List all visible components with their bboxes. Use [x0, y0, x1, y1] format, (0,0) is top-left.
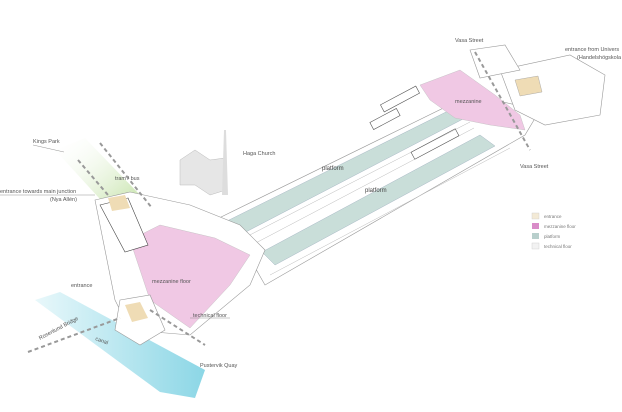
legend-label-mezzanine: mezzanine floor [544, 224, 576, 229]
legend: entrance mezzanine floor platform techni… [531, 212, 576, 250]
legend-label-technical: technical floor [544, 244, 572, 249]
legend-swatch-mezzanine [532, 223, 539, 229]
label-nya-allen: (Nya Allén) [50, 197, 77, 203]
east-entrance-building [499, 54, 606, 126]
label-tram-bus: tram / bus [115, 176, 140, 182]
label-kings-park: Kings Park [33, 139, 60, 145]
label-entrance-main-junction: entrance towards main junction [0, 189, 76, 195]
mezzanine-west [129, 224, 251, 329]
legend-swatch-entrance [531, 212, 540, 220]
kings-park-area [55, 138, 140, 210]
label-mezzanine-west: mezzanine floor [152, 279, 191, 285]
legend-swatch-technical [531, 242, 540, 250]
label-technical-floor: technical floor [193, 313, 227, 319]
west-entrance-area [108, 195, 130, 211]
label-haga-church: Haga Church [243, 151, 275, 157]
legend-swatch-platform [532, 233, 539, 239]
label-entrance-univ: entrance from Univers [565, 47, 619, 53]
label-rosenlund-bridge: Rosenlund Bridge [38, 316, 79, 342]
label-vasa-street-south: Vasa Street [520, 164, 549, 170]
kings-park-arrow [77, 159, 109, 196]
label-handelshogskolan: (Handelshögskola [577, 55, 622, 61]
canal-water [35, 292, 205, 398]
label-canal: canal [94, 336, 108, 346]
east-entrance-area [514, 75, 543, 97]
mezzanine-east [419, 69, 526, 131]
platform-lower [261, 134, 496, 266]
label-platform-upper: platform [322, 166, 344, 172]
label-vasa-street-north: Vasa Street [455, 38, 484, 44]
vasa-street-arrow [474, 51, 531, 151]
haga-church [179, 149, 227, 196]
label-mezzanine-east: mezzanine [455, 99, 482, 105]
legend-label-entrance: entrance [544, 214, 562, 219]
label-pustervik-quay: Pustervik Quay [200, 363, 238, 369]
legend-label-platform: platform [544, 234, 561, 239]
canal-arrow [27, 309, 206, 353]
label-entrance-west: entrance [71, 283, 92, 289]
label-platform-lower: platform [365, 188, 387, 194]
